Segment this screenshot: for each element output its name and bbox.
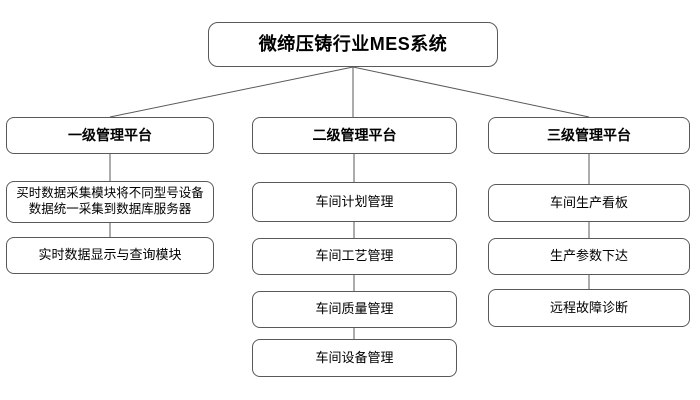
column-header-level3-platform: 三级管理平台 [488, 117, 690, 154]
leaf-node-workshop-quality-mgmt: 车间质量管理 [252, 291, 457, 328]
leaf-node-workshop-plan-mgmt: 车间计划管理 [252, 182, 457, 222]
leaf-node-data-collection-module: 买时数据采集模块将不同型号设备数据统一采集到数据库服务器 [6, 181, 214, 223]
root-node-title: 微缔压铸行业MES系统 [208, 22, 498, 67]
column-header-level1-platform: 一级管理平台 [6, 117, 214, 154]
leaf-node-production-parameter-dispatch: 生产参数下达 [488, 238, 690, 275]
leaf-node-workshop-process-mgmt: 车间工艺管理 [252, 238, 457, 275]
leaf-node-remote-fault-diagnosis: 远程故障诊断 [488, 289, 690, 327]
leaf-node-workshop-equipment-mgmt: 车间设备管理 [252, 339, 457, 377]
leaf-node-workshop-production-board: 车间生产看板 [488, 184, 690, 222]
leaf-node-realtime-display-query: 实时数据显示与查询模块 [6, 237, 214, 274]
column-header-level2-platform: 二级管理平台 [252, 117, 457, 154]
